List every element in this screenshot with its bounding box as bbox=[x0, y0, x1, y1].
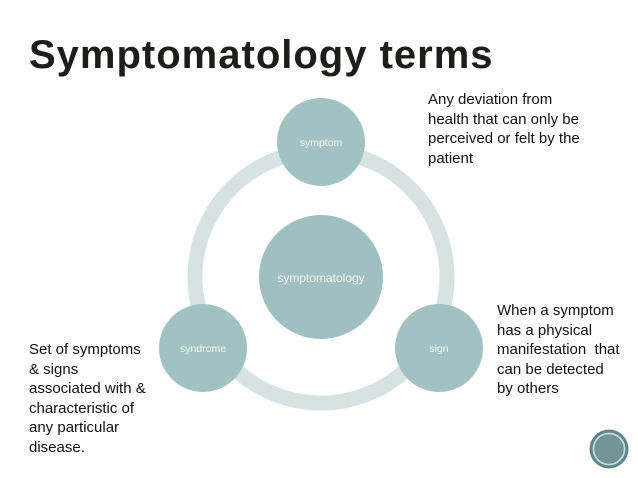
badge-ring bbox=[592, 432, 626, 466]
circle-syndrome bbox=[159, 304, 247, 392]
symptom-definition-text: Any deviation from health that can only … bbox=[428, 91, 580, 167]
circle-symptomatology-label: symptomatology bbox=[277, 271, 364, 285]
circle-sign bbox=[395, 304, 483, 392]
circle-symptom-label: symptom bbox=[300, 137, 343, 149]
sign-definition-text: When a symptom has a physical manifestat… bbox=[497, 302, 620, 397]
circle-symptomatology bbox=[259, 215, 383, 339]
badge-inner-circle bbox=[595, 435, 623, 463]
circle-syndrome-label: syndrome bbox=[180, 343, 226, 355]
circle-sign-label: sign bbox=[429, 343, 448, 355]
circle-symptom bbox=[277, 98, 365, 186]
logo-badge-icon bbox=[589, 429, 629, 469]
page-title: Symptomatology terms bbox=[29, 33, 494, 77]
syndrome-definition-text: Set of symptoms & signs associated with … bbox=[29, 341, 146, 456]
